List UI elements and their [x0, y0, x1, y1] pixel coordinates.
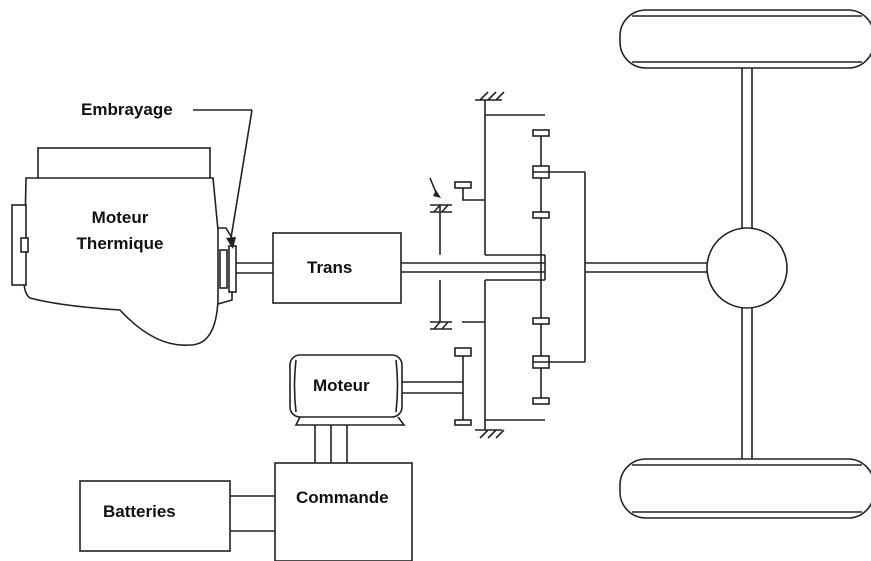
- commande-label: Commande: [296, 488, 389, 507]
- moteur-label: Moteur: [313, 376, 370, 395]
- transmission-box: [272, 232, 402, 304]
- moteur-thermique-label: Moteur Thermique: [70, 205, 170, 257]
- electric-motor: [289, 354, 406, 426]
- battery-box: [79, 480, 231, 552]
- trans-label: Trans: [307, 258, 353, 277]
- clutch: [193, 109, 253, 293]
- battery-cables: [230, 495, 275, 532]
- input-shaft: [236, 262, 273, 274]
- batteries-label: Batteries: [103, 502, 176, 521]
- brake-top: [429, 177, 472, 255]
- engine-block: [11, 147, 233, 346]
- motor-coupling: [402, 347, 472, 426]
- embrayage-label: Embrayage: [81, 100, 173, 119]
- differential-axle: [706, 55, 788, 460]
- moteur-thermique-line2: Thermique: [76, 234, 164, 253]
- main-shaft: [401, 255, 546, 280]
- moteur-thermique-line1: Moteur: [91, 208, 149, 227]
- motor-cables: [314, 425, 348, 463]
- control-unit-box: [274, 462, 413, 561]
- wheel-bottom: [619, 458, 871, 519]
- planetary-gearset: [462, 91, 710, 439]
- wheel-top: [619, 9, 871, 69]
- brake-bottom: [430, 280, 452, 330]
